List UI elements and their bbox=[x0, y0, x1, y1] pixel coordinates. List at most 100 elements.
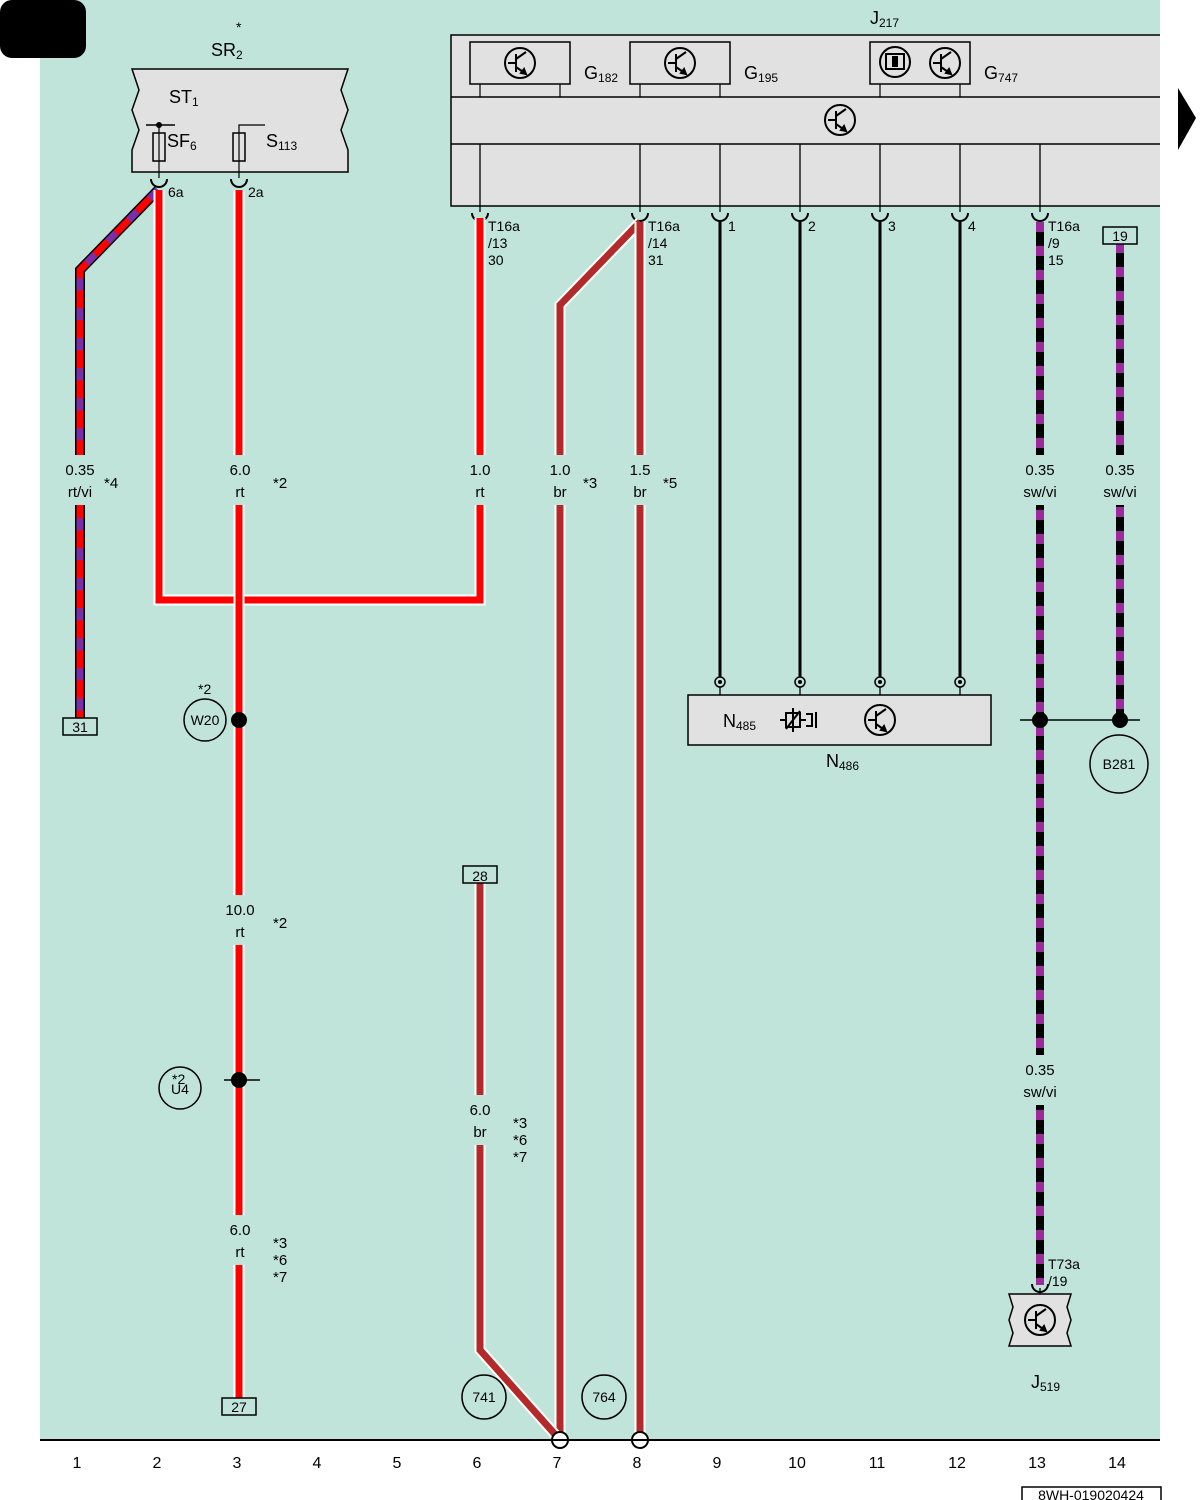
n486-pin-dots-inner bbox=[718, 680, 962, 684]
wire-4-note: *3 bbox=[583, 475, 597, 492]
g747-sensor-core bbox=[892, 56, 898, 67]
pin-t73a-label: T73a/19 bbox=[1048, 1256, 1080, 1289]
g182-label: G182 bbox=[584, 63, 618, 85]
w20-note: *2 bbox=[198, 681, 211, 697]
n486-label: N486 bbox=[826, 751, 859, 773]
column-number: 9 bbox=[713, 1455, 722, 1472]
footer-code: 8WH-019020424 bbox=[1038, 1487, 1144, 1500]
st1-label: ST1 bbox=[169, 87, 199, 109]
ref-28-label: 28 bbox=[472, 868, 488, 884]
wire-5-color: br bbox=[633, 484, 646, 501]
c741-circle bbox=[461, 1374, 507, 1420]
control-unit-icons bbox=[504, 47, 1056, 1336]
wire-10-size: 6.0 bbox=[230, 1222, 251, 1239]
j217-transistor-icon bbox=[824, 104, 856, 136]
wire-10-color: rt bbox=[235, 1244, 245, 1261]
wire-7-color: sw/vi bbox=[1103, 484, 1136, 501]
wire-6-size: 0.35 bbox=[1025, 462, 1054, 479]
junction-13 bbox=[1032, 712, 1048, 728]
n486-pin-legs bbox=[719, 687, 961, 695]
wire-8-size: 10.0 bbox=[225, 902, 254, 919]
ref-19-label: 19 bbox=[1112, 228, 1128, 244]
ref-27-label: 27 bbox=[231, 1399, 247, 1415]
pin-2a-label: 2a bbox=[248, 184, 264, 200]
ref-19-box bbox=[1102, 226, 1138, 245]
b281-circle bbox=[1089, 734, 1149, 794]
wire-9-size: 6.0 bbox=[470, 1102, 491, 1119]
wire-br-7 bbox=[556, 219, 643, 1440]
g747-sensor-icon bbox=[879, 46, 911, 78]
wire-1-size: 0.35 bbox=[65, 462, 94, 479]
wire-5-size: 1.5 bbox=[630, 462, 651, 479]
n486-box bbox=[687, 694, 992, 746]
c764-circle bbox=[581, 1374, 627, 1420]
page-marker-tab bbox=[0, 0, 86, 58]
wire-2-size: 6.0 bbox=[230, 462, 251, 479]
st1-box bbox=[130, 68, 350, 173]
w20-label: W20 bbox=[191, 712, 220, 728]
wire-rt-vi-stripe bbox=[76, 187, 161, 720]
sr2-star: * bbox=[236, 19, 242, 35]
pin-3-label: 3 bbox=[888, 218, 896, 234]
column-number: 13 bbox=[1028, 1455, 1046, 1472]
wire-11-color: sw/vi bbox=[1023, 1084, 1056, 1101]
n485-label: N485 bbox=[723, 711, 756, 733]
b281-label: B281 bbox=[1103, 756, 1136, 772]
j519-box bbox=[1007, 1293, 1073, 1347]
w20-circle bbox=[183, 698, 227, 742]
pin-6a-connector-icon bbox=[150, 178, 168, 188]
g195-transistor-icon bbox=[664, 47, 696, 79]
wire-1-note: *4 bbox=[104, 475, 118, 492]
c741-label: 741 bbox=[472, 1389, 496, 1405]
column-number: 3 bbox=[233, 1455, 242, 1472]
u4-circle bbox=[158, 1066, 202, 1110]
wire-4-size: 1.0 bbox=[550, 462, 571, 479]
column-number: 1 bbox=[73, 1455, 82, 1472]
ref-31-label: 31 bbox=[72, 719, 88, 735]
valve-icon bbox=[780, 708, 817, 732]
g195-label: G195 bbox=[744, 63, 778, 85]
wire-br-6 bbox=[476, 882, 563, 1443]
g747-sensor-square bbox=[885, 53, 905, 70]
column-number: 12 bbox=[948, 1455, 966, 1472]
column-number: 11 bbox=[869, 1455, 886, 1472]
continuation-arrow-icon bbox=[1178, 88, 1196, 150]
wire-8-note: *2 bbox=[273, 915, 287, 932]
s113-fuse-icon bbox=[232, 132, 246, 162]
pin-6a-label: 6a bbox=[168, 184, 184, 200]
wire-9-notes: *3*6*7 bbox=[513, 1115, 527, 1166]
ref-27-box bbox=[221, 1397, 257, 1416]
j519-label: J519 bbox=[1031, 1372, 1060, 1394]
j217-box bbox=[450, 34, 1160, 207]
junction-14 bbox=[1112, 712, 1128, 728]
wire-1-color: rt/vi bbox=[68, 484, 92, 501]
ref-31-box bbox=[62, 717, 98, 736]
pin-2-label: 2 bbox=[808, 218, 816, 234]
wire-11-size: 0.35 bbox=[1025, 1062, 1054, 1079]
u4-note: *2 bbox=[172, 1071, 185, 1087]
s113-label: S113 bbox=[266, 131, 297, 153]
ref-28-box bbox=[462, 865, 498, 884]
wire-rt-2 bbox=[155, 190, 484, 604]
pin-4-label: 4 bbox=[968, 218, 976, 234]
wire-10-notes: *3*6*7 bbox=[273, 1235, 287, 1286]
g747-label: G747 bbox=[984, 63, 1018, 85]
column-number: 7 bbox=[553, 1455, 562, 1472]
wire-2-color: rt bbox=[235, 484, 245, 501]
column-number: 14 bbox=[1108, 1455, 1126, 1472]
footer-code-box bbox=[1021, 1486, 1162, 1500]
column-number: 4 bbox=[313, 1455, 322, 1472]
wire-3-color: rt bbox=[475, 484, 485, 501]
thin-wires bbox=[718, 222, 962, 682]
n486-transistor-icon bbox=[864, 704, 896, 736]
sf6-label: SF6 bbox=[167, 131, 197, 153]
j217-label: J217 bbox=[870, 8, 899, 30]
column-number: 8 bbox=[633, 1455, 642, 1472]
wire-3-size: 1.0 bbox=[470, 462, 491, 479]
g182-transistor-icon bbox=[504, 47, 536, 79]
w20-junction bbox=[231, 712, 247, 728]
